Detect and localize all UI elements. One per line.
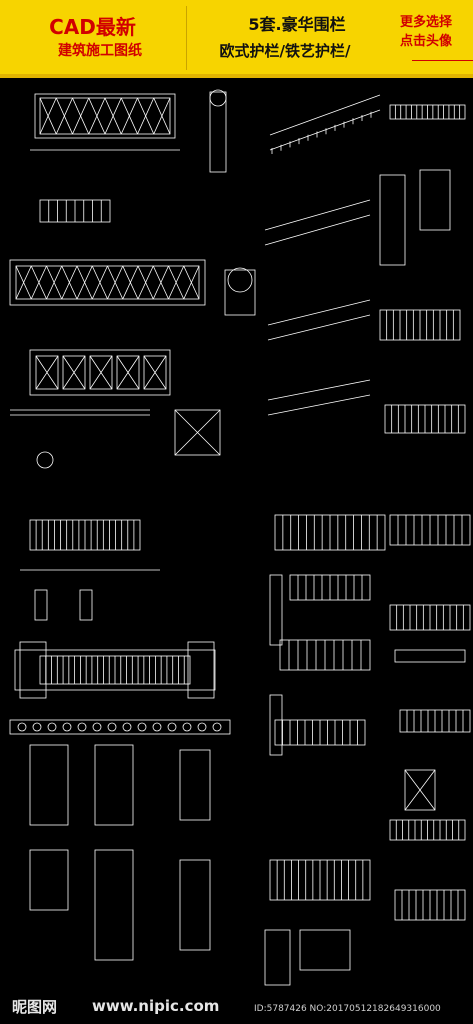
banner-right-underline	[412, 60, 473, 61]
header-banner: CAD最新 建筑施工图纸 5套.豪华围栏 欧式护栏/铁艺护栏/ 更多选择 点击头…	[0, 0, 473, 78]
banner-subtitle-center: 欧式护栏/铁艺护栏/	[219, 42, 351, 60]
banner-title-left: CAD最新	[49, 15, 136, 39]
footer-watermark: 昵图网 www.nipic.com ID:5787426 NO:20170512…	[0, 990, 473, 1024]
banner-right-line2[interactable]: 点击头像	[400, 34, 453, 49]
cad-drawing-sheet	[0, 80, 473, 990]
footer-brand: 昵图网	[12, 998, 58, 1016]
banner-subtitle-left: 建筑施工图纸	[58, 43, 142, 59]
banner-title-center: 5套.豪华围栏	[248, 15, 346, 34]
banner-right-line1[interactable]: 更多选择	[400, 15, 453, 30]
cad-railing-drawing-icon	[0, 80, 473, 990]
footer-meta: ID:5787426 NO:20170512182649316000	[254, 1004, 441, 1014]
footer-site: www.nipic.com	[92, 997, 220, 1015]
banner-divider	[186, 6, 187, 70]
banner-bottom-band	[0, 74, 473, 78]
